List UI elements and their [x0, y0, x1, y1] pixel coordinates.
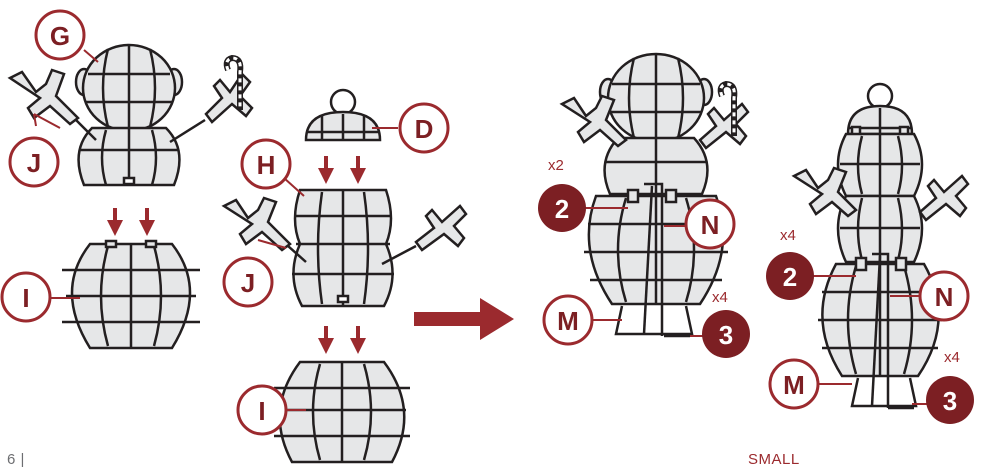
- step-3-fig4: 3: [912, 376, 974, 424]
- multiplier-x4-c: x4: [944, 349, 960, 366]
- arm-right-fig2: [381, 204, 468, 266]
- label-I-fig2: I: [236, 384, 306, 436]
- label-G-text: G: [50, 21, 70, 51]
- multiplier-x4-b: x4: [780, 227, 796, 244]
- label-H-text: H: [257, 150, 276, 180]
- label-J-fig1-text: J: [27, 148, 41, 178]
- label-J-fig2: J: [222, 239, 287, 308]
- arm-right-fig1: [169, 54, 254, 144]
- step-2-fig3: 2: [538, 184, 628, 232]
- stake-fig4: [850, 252, 918, 410]
- label-D-text: D: [415, 114, 434, 144]
- arm-left-fig2: [221, 196, 307, 263]
- arm-right-fig3: [698, 80, 750, 150]
- label-M-fig4: M: [768, 358, 852, 410]
- hat-part: [304, 88, 382, 142]
- step-2-fig4-text: 2: [783, 262, 797, 292]
- figure-3-assembled: [584, 52, 728, 306]
- multiplier-x4-a: x4: [712, 289, 728, 306]
- label-N-fig4: N: [890, 270, 970, 322]
- step-arrow: [414, 298, 514, 340]
- label-J-fig2-text: J: [241, 268, 255, 298]
- label-I-fig1-text: I: [22, 283, 29, 313]
- label-N-fig3: N: [664, 198, 736, 250]
- step-2-fig4: 2: [766, 252, 856, 300]
- label-M-fig3-text: M: [557, 306, 579, 336]
- label-H: H: [240, 138, 305, 197]
- step-3-fig3-text: 3: [719, 320, 733, 350]
- label-N-fig4-text: N: [935, 282, 954, 312]
- bottom-ball-fig1: [62, 239, 200, 350]
- label-M-fig3: M: [542, 294, 622, 346]
- middle-body-part: [292, 188, 394, 308]
- figure-1-top-assembly: [74, 43, 184, 187]
- arm-left-fig1: [7, 68, 97, 141]
- page-number: 6 |: [7, 451, 25, 468]
- arm-left-fig3: [559, 94, 628, 148]
- bottom-ball-fig2: [274, 360, 410, 464]
- arm-left-fig4: [791, 166, 858, 218]
- label-N-fig3-text: N: [701, 210, 720, 240]
- step-3-fig3: 3: [690, 310, 750, 358]
- multiplier-x2: x2: [548, 157, 564, 174]
- label-J-fig1: J: [8, 113, 61, 188]
- arm-right-fig4: [918, 174, 970, 222]
- label-G: G: [34, 9, 99, 63]
- label-D: D: [372, 102, 450, 154]
- step-3-fig4-text: 3: [943, 386, 957, 416]
- label-I-fig1: I: [0, 271, 80, 323]
- figure-4-assembled: [818, 82, 942, 378]
- size-label: SMALL: [748, 451, 800, 468]
- label-M-fig4-text: M: [783, 370, 805, 400]
- step-2-fig3-text: 2: [555, 194, 569, 224]
- label-I-fig2-text: I: [258, 396, 265, 426]
